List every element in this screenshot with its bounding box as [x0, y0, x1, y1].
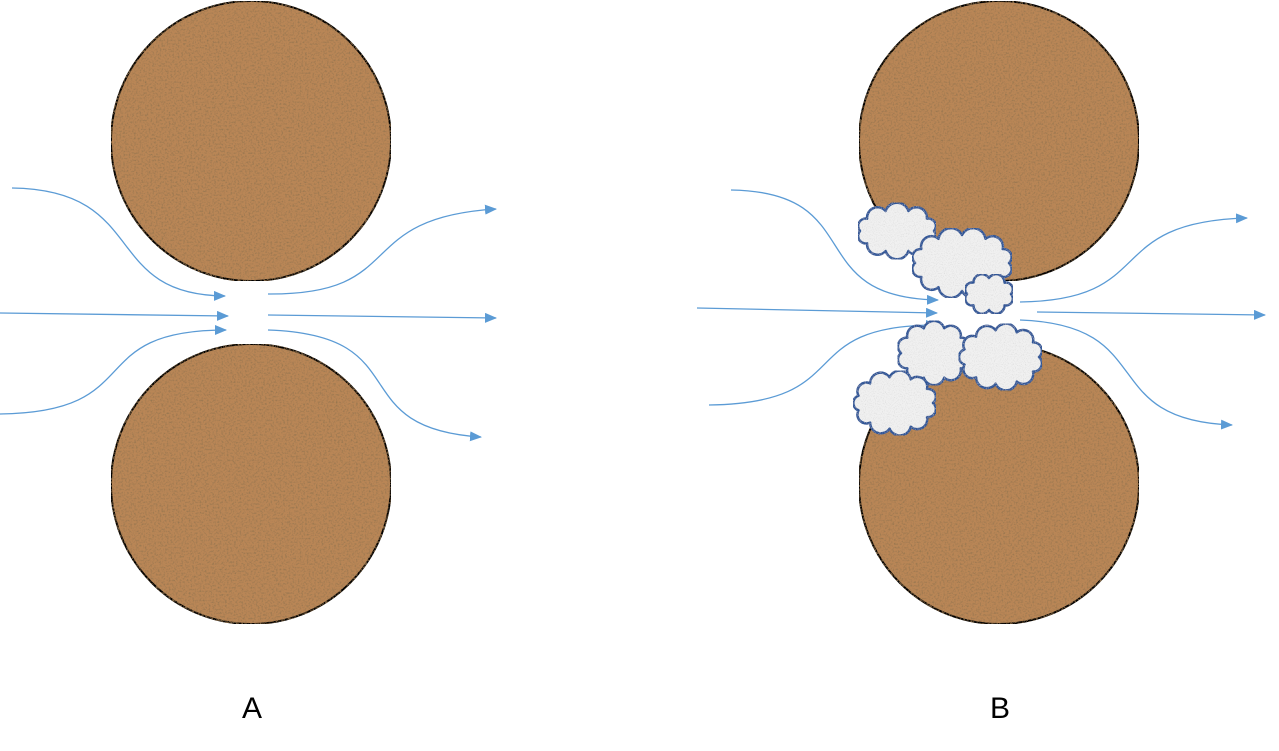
- sand-grain-bottom-a: [110, 343, 392, 625]
- flow-arrow-out-lower-a: [267, 329, 482, 442]
- panel-label-b: B: [990, 692, 1010, 725]
- panel-a: A: [0, 0, 497, 725]
- clump-6: [852, 369, 938, 437]
- flow-arrow-in-lower-a: [0, 325, 227, 415]
- flow-arrow-out-lower-b: [1019, 319, 1233, 430]
- flow-arrow-out-middle-a: [267, 312, 497, 323]
- flow-arrow-in-middle-a: [0, 310, 229, 321]
- clump-3: [963, 273, 1015, 315]
- flow-arrow-in-upper-a: [11, 187, 226, 301]
- clump-4: [896, 319, 972, 387]
- panel-b: B: [696, 0, 1266, 725]
- clogging-particles: [852, 201, 1044, 437]
- flow-arrow-in-lower-b: [708, 320, 938, 406]
- flow-arrow-out-upper-b: [1019, 213, 1248, 303]
- flow-arrow-in-upper-b: [730, 189, 939, 305]
- flow-arrow-in-middle-b: [696, 307, 938, 318]
- panel-label-a: A: [242, 692, 262, 725]
- clump-5: [957, 322, 1044, 392]
- flow-arrow-out-middle-b: [1036, 309, 1266, 320]
- flow-arrow-out-upper-a: [267, 204, 497, 295]
- sand-grain-top-a: [110, 0, 392, 282]
